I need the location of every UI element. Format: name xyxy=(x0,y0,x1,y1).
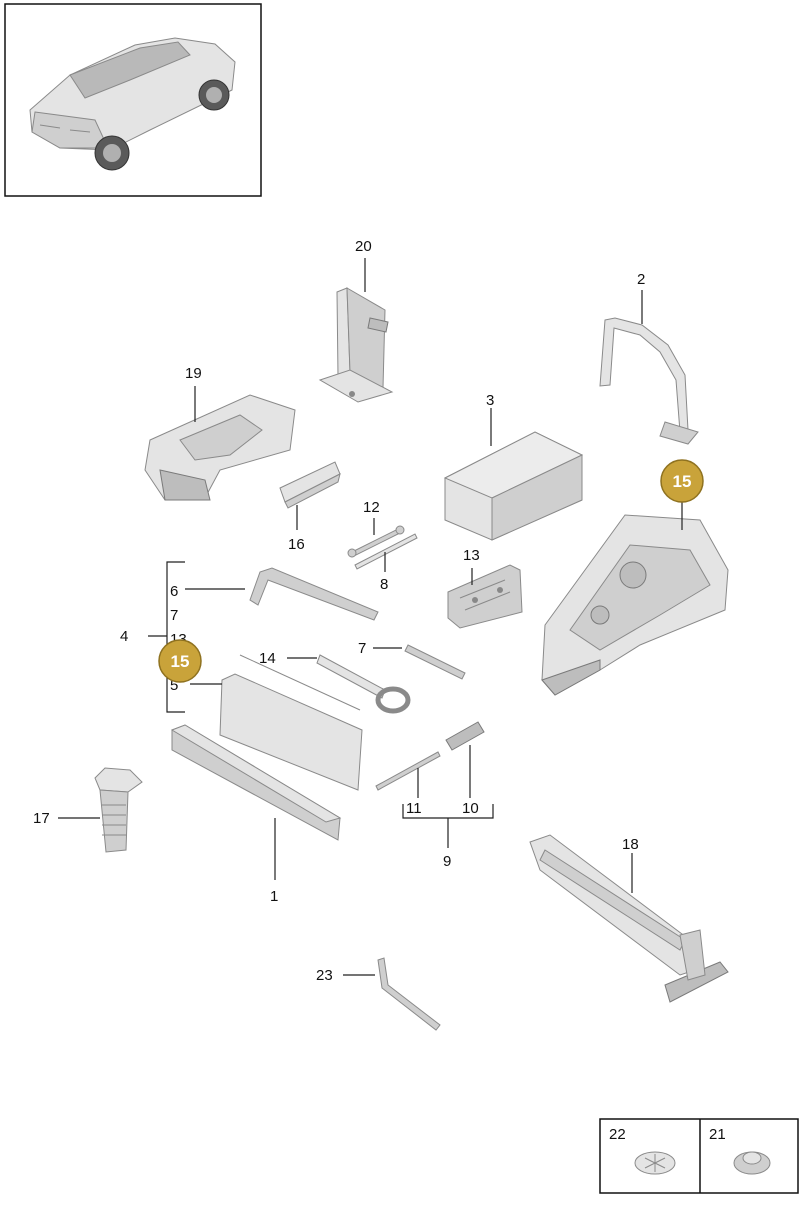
callout-1: 1 xyxy=(270,888,278,905)
part-11-rod xyxy=(375,751,441,791)
callout-14: 14 xyxy=(259,650,276,667)
part-5-pad xyxy=(219,654,363,791)
callout-3: 3 xyxy=(486,392,494,409)
callout-17: 17 xyxy=(33,810,50,827)
part-23-crank xyxy=(377,957,441,1031)
callout-22: 22 xyxy=(609,1126,626,1143)
callout-11: 11 xyxy=(406,800,422,817)
group-bracket-9 xyxy=(402,804,494,848)
part-6-wheel-wrench xyxy=(249,567,379,621)
callout-4: 4 xyxy=(120,628,128,645)
vehicle-thumbnail xyxy=(4,3,262,197)
part-12-wrench xyxy=(347,525,405,558)
callout-9: 9 xyxy=(443,853,451,870)
part-13-bracket-plate xyxy=(447,564,523,629)
group-bracket-4 xyxy=(166,561,185,713)
callout-6: 6 xyxy=(170,583,178,600)
badge-15-right-label: 15 xyxy=(673,472,692,491)
part-8-tool xyxy=(354,533,418,570)
part-3-box xyxy=(443,431,584,541)
callout-12: 12 xyxy=(363,499,380,516)
part-19-foam-insert xyxy=(144,394,296,501)
callout-18: 18 xyxy=(622,836,639,853)
callout-13-right: 13 xyxy=(463,547,480,564)
callout-2: 2 xyxy=(637,271,645,288)
badge-15-right: 15 xyxy=(660,459,704,503)
badge-15-left: 15 xyxy=(158,639,202,683)
part-20-bracket xyxy=(318,287,394,403)
callout-7-right: 7 xyxy=(358,640,366,657)
hardware-box xyxy=(599,1118,799,1194)
callout-7-left: 7 xyxy=(170,607,178,624)
part-22-clip-nut xyxy=(634,1151,676,1175)
part-10-screwdriver xyxy=(445,721,485,751)
callout-20: 20 xyxy=(355,238,372,255)
part-1-foam-bar xyxy=(170,724,342,841)
callout-23: 23 xyxy=(316,967,333,984)
callout-10: 10 xyxy=(462,800,479,817)
callout-21: 21 xyxy=(709,1126,726,1143)
part-21-nut xyxy=(733,1151,771,1175)
part-14-tow-eye xyxy=(316,654,411,714)
callout-19: 19 xyxy=(185,365,202,382)
part-16-clip xyxy=(279,461,341,509)
part-17-bolt xyxy=(94,767,143,853)
part-7-pin xyxy=(404,644,466,680)
part-18-jack xyxy=(529,834,729,1003)
callout-5: 5 xyxy=(170,677,178,694)
callout-8: 8 xyxy=(380,576,388,593)
part-2-strap xyxy=(599,317,699,445)
callout-16: 16 xyxy=(288,536,305,553)
badge-15-left-label: 15 xyxy=(171,652,190,671)
part-15-foam-tray xyxy=(541,514,729,696)
